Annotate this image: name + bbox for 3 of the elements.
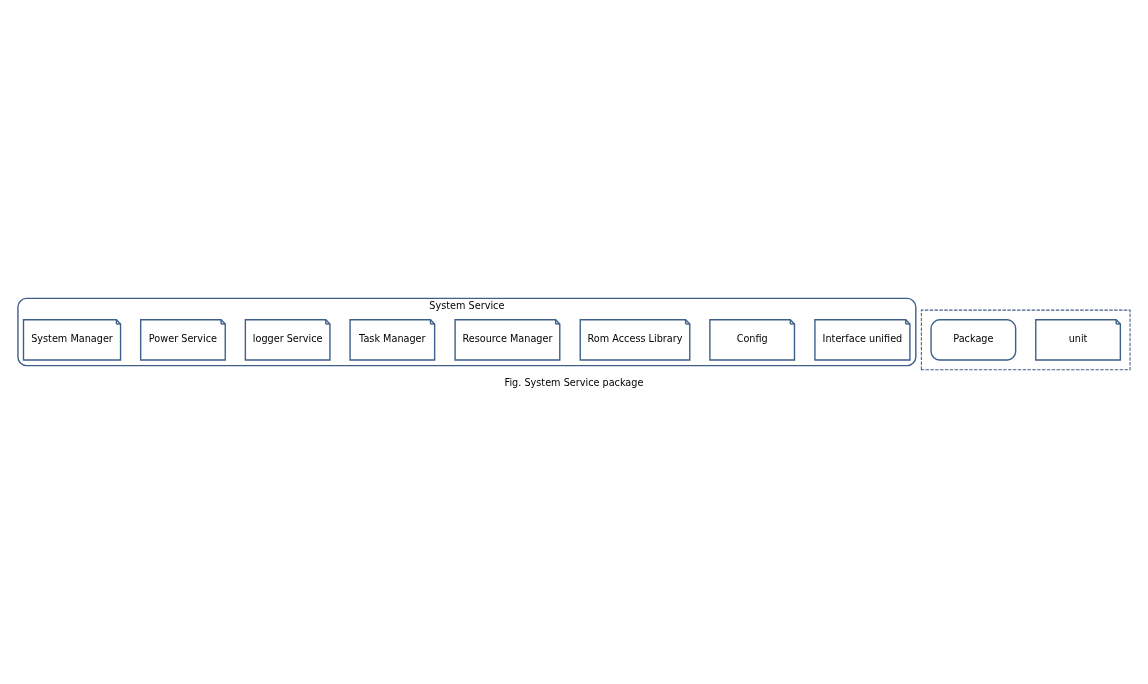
cluster (920, 309, 1131, 371)
node-box: Package (930, 319, 1017, 361)
caption: Fig. System Service package (504, 376, 644, 388)
